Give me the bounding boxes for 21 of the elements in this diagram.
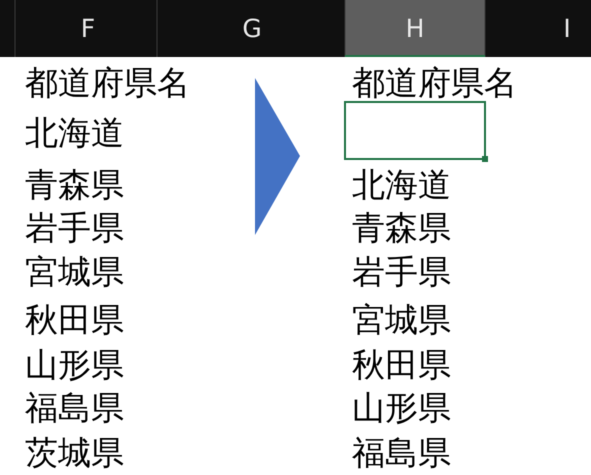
cell-text: 山形県: [352, 391, 451, 424]
cell-text: 宮城県: [352, 303, 451, 336]
cell-text: 北海道: [352, 168, 451, 201]
cell-text: 山形県: [25, 348, 124, 381]
cell-text: 福島県: [352, 436, 451, 469]
cell-text: 秋田県: [25, 303, 124, 336]
column-header: G: [242, 16, 262, 41]
cell-text: 福島県: [25, 391, 124, 424]
cell-text: 北海道: [25, 116, 124, 149]
column-header: F: [80, 16, 96, 41]
cell-text: 茨城県: [25, 436, 124, 469]
cell-text: 岩手県: [352, 255, 451, 288]
cell-text: 岩手県: [25, 211, 124, 244]
column-header: I: [563, 16, 571, 41]
cell-text: 青森県: [25, 168, 124, 201]
cell-text: 都道府県名: [352, 66, 517, 99]
column-header: H: [406, 16, 424, 41]
cell-text: 秋田県: [352, 348, 451, 381]
cell-text: 都道府県名: [25, 66, 190, 99]
cell-text: 青森県: [352, 211, 451, 244]
cell-text: 宮城県: [25, 255, 124, 288]
